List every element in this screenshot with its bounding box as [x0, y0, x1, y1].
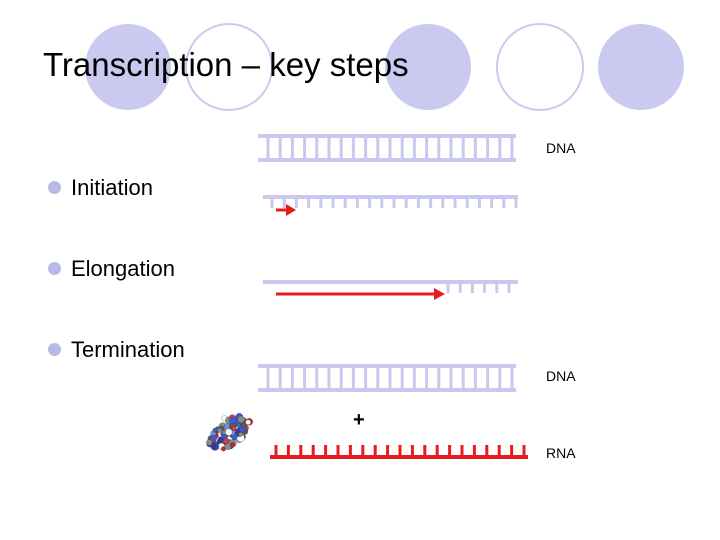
bullet-initiation: Initiation [48, 173, 153, 203]
bullet-dot-icon [48, 181, 61, 195]
deco-circle-1 [85, 24, 171, 110]
deco-circle-4 [496, 23, 584, 111]
dna-label-top: DNA [546, 140, 576, 156]
slide-title: Transcription – key steps [43, 46, 409, 83]
initiation-arrow [276, 204, 296, 216]
rna-polymerase-molecule-icon [206, 413, 253, 452]
plus-sign: + [353, 409, 365, 431]
decorative-circles [85, 23, 684, 111]
dna-label-bottom: DNA [546, 368, 576, 384]
rna-strand [270, 445, 528, 459]
bullet-dot-icon [48, 343, 61, 357]
deco-circle-5 [598, 24, 684, 110]
dna-strand-initiation [263, 195, 518, 216]
elongation-arrow [276, 288, 445, 300]
bullet-elongation: Elongation [48, 254, 175, 284]
bullet-dot-icon [48, 262, 61, 276]
bullet-text: Termination [71, 337, 185, 362]
bullet-text: Elongation [71, 256, 175, 281]
dna-strand-elongation [263, 280, 518, 300]
deco-circle-3 [385, 24, 471, 110]
rna-label: RNA [546, 445, 576, 461]
dna-double-strand-top [258, 134, 516, 162]
bullet-termination: Termination [48, 335, 185, 365]
bullet-text: Initiation [71, 175, 153, 200]
dna-double-strand-bottom [258, 364, 516, 392]
deco-circle-2 [185, 23, 273, 111]
